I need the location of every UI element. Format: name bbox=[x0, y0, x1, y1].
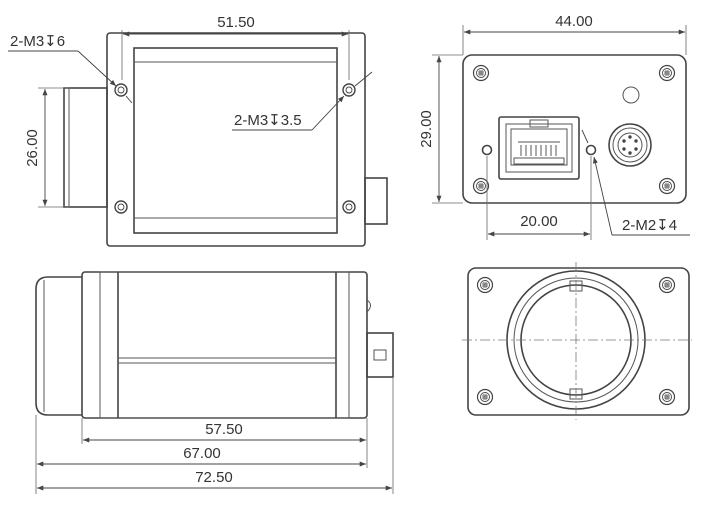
callout-top-left-hole: 2-M3↧6 bbox=[8, 33, 133, 104]
screw-icon bbox=[658, 64, 676, 82]
mount-hole bbox=[342, 83, 356, 97]
dimension-back-hole-spacing: 20.00 bbox=[486, 156, 592, 240]
dimension-length-body: 57.50 bbox=[81, 418, 368, 444]
dimension-length-overall: 72.50 bbox=[37, 377, 394, 494]
ethernet-port-icon bbox=[498, 116, 580, 180]
top-view bbox=[63, 32, 388, 247]
screw-icon bbox=[472, 177, 490, 195]
front-view bbox=[462, 262, 692, 420]
dim-label-top-height: 26.00 bbox=[24, 129, 41, 167]
mount-hole bbox=[114, 83, 128, 97]
screw-icon bbox=[658, 177, 676, 195]
screw-icon bbox=[472, 64, 490, 82]
dim-label-length-mount: 67.00 bbox=[183, 445, 221, 462]
screw-icon bbox=[658, 276, 676, 294]
dimension-length-mount: 67.00 bbox=[35, 415, 368, 494]
screw-icon bbox=[658, 388, 676, 406]
screw-icon bbox=[476, 276, 494, 294]
dimension-back-width: 44.00 bbox=[462, 13, 687, 55]
status-led-icon bbox=[622, 86, 640, 104]
dim-label-back-height: 29.00 bbox=[418, 110, 435, 148]
callout-label-top-left: 2-M3↧6 bbox=[10, 33, 65, 50]
dim-label-top-width: 51.50 bbox=[217, 14, 255, 31]
callout-label-back-hole: 2-M2↧4 bbox=[622, 217, 677, 234]
dim-label-back-width: 44.00 bbox=[555, 13, 593, 30]
mount-hole bbox=[342, 200, 356, 214]
dim-label-length-body: 57.50 bbox=[205, 421, 243, 438]
io-connector-icon bbox=[608, 123, 652, 167]
screw-icon bbox=[476, 388, 494, 406]
dim-label-back-hole-spacing: 20.00 bbox=[520, 213, 558, 230]
dim-label-length-overall: 72.50 bbox=[195, 469, 233, 486]
m2-hole bbox=[585, 144, 597, 156]
callout-label-top-right: 2-M3↧3.5 bbox=[234, 112, 302, 129]
dimension-back-height: 29.00 bbox=[418, 54, 463, 204]
callout-back-hole: 2-M2↧4 bbox=[581, 129, 690, 236]
mount-hole bbox=[114, 200, 128, 214]
dimension-top-width: 51.50 bbox=[121, 14, 350, 80]
callout-top-right-hole: 2-M3↧3.5 bbox=[232, 71, 373, 131]
back-view bbox=[462, 54, 687, 204]
side-view bbox=[35, 271, 394, 419]
m2-hole bbox=[481, 144, 493, 156]
dimension-top-height: 26.00 bbox=[24, 87, 70, 208]
